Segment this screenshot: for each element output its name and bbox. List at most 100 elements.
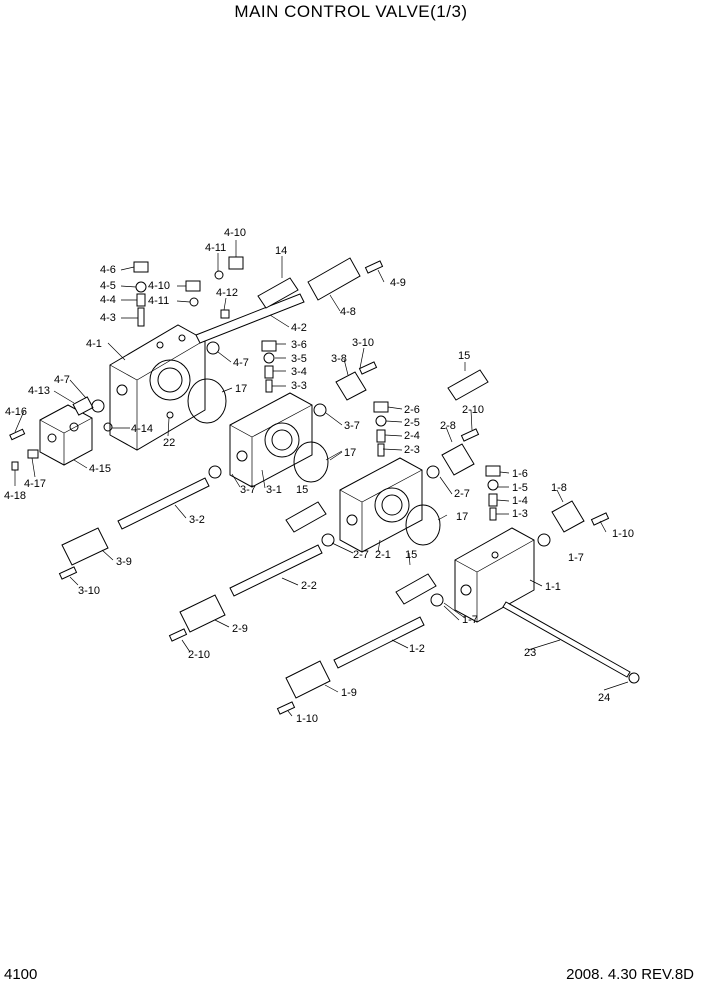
o-ring-1-7a — [537, 533, 551, 547]
label-1-2: 1-2 — [409, 643, 425, 655]
fitting-2-10a — [460, 428, 480, 442]
label-4-7b: 4-7 — [54, 374, 70, 386]
label-22: 22 — [163, 437, 175, 449]
plug-4-6 — [133, 261, 149, 327]
relief-valve-15b — [285, 501, 327, 533]
tie-rod-23 — [502, 601, 631, 678]
fitting-2-10b — [168, 628, 188, 642]
valve-block-4-1 — [109, 324, 206, 451]
label-2-3: 2-3 — [404, 444, 420, 456]
spool-3-2 — [117, 477, 210, 530]
label-2-10: 2-10 — [462, 404, 484, 416]
o-ring-1-7b — [430, 593, 444, 607]
label-4-8: 4-8 — [340, 306, 356, 318]
fitting-1-10b — [276, 701, 296, 715]
o-ring-4-7a — [91, 399, 105, 413]
o-ring-22 — [166, 411, 174, 419]
label-2-5: 2-5 — [404, 417, 420, 429]
spool-2-2 — [229, 544, 323, 597]
label-3-9: 3-9 — [116, 556, 132, 568]
label-3-10a: 3-10 — [352, 337, 374, 349]
label-3-7a: 3-7 — [344, 420, 360, 432]
label-14: 14 — [275, 245, 287, 257]
label-17b: 17 — [344, 447, 356, 459]
label-3-3: 3-3 — [291, 380, 307, 392]
plug-4-17 — [27, 449, 39, 459]
relief-valve-14 — [257, 277, 299, 309]
label-1-9: 1-9 — [341, 687, 357, 699]
callout-labels: 4-10 4-11 14 4-6 4-5 4-10 4-4 4-11 4-12 … — [4, 227, 634, 725]
label-3-5: 3-5 — [291, 353, 307, 365]
o-ring-4-7b — [206, 341, 220, 355]
label-4-14: 4-14 — [131, 423, 153, 435]
plug-2-6 — [373, 401, 389, 457]
cap-3-9 — [61, 527, 109, 566]
valve-block-1-1 — [454, 527, 535, 623]
label-2-10b: 2-10 — [188, 649, 210, 661]
valve-block-2-1 — [339, 457, 423, 553]
o-ring-2-7a — [426, 465, 440, 479]
label-2-2: 2-2 — [301, 580, 317, 592]
part-4-12 — [220, 309, 230, 319]
label-4-7a: 4-7 — [233, 357, 249, 369]
label-3-10b: 3-10 — [78, 585, 100, 597]
screw-4-16 — [9, 428, 26, 441]
label-4-6: 4-6 — [100, 264, 116, 276]
plug-3-6 — [261, 340, 277, 393]
label-3-1: 3-1 — [266, 484, 282, 496]
label-1-5: 1-5 — [512, 482, 528, 494]
label-4-18: 4-18 — [4, 490, 26, 502]
label-4-12: 4-12 — [216, 287, 238, 299]
screw-4-18 — [11, 461, 19, 471]
label-4-15: 4-15 — [89, 463, 111, 475]
cap-2-8 — [441, 443, 475, 476]
label-4-17: 4-17 — [24, 478, 46, 490]
fitting-4-9 — [364, 260, 384, 274]
label-24: 24 — [598, 692, 610, 704]
plug-4-13 — [72, 396, 94, 416]
end-cover-4-15 — [39, 404, 93, 466]
plug-4-10b — [185, 280, 201, 307]
cap-1-8 — [551, 500, 585, 533]
label-4-11b: 4-11 — [148, 295, 169, 307]
label-15a: 15 — [458, 350, 470, 362]
label-4-5: 4-5 — [100, 280, 116, 292]
leader-lines — [14, 240, 629, 717]
fitting-3-10a — [358, 361, 378, 375]
spool-4-2 — [195, 293, 305, 344]
label-1-3: 1-3 — [512, 508, 528, 520]
relief-valve-15a — [447, 369, 489, 401]
label-2-4: 2-4 — [404, 430, 420, 442]
label-4-1: 4-1 — [86, 338, 102, 350]
label-15c: 15 — [405, 549, 417, 561]
label-17c: 17 — [456, 511, 468, 523]
label-1-10b: 1-10 — [296, 713, 318, 725]
o-ring-2-7b — [321, 533, 335, 547]
spool-1-2 — [333, 616, 425, 669]
label-4-11a: 4-11 — [205, 242, 226, 254]
label-1-7a: 1-7 — [568, 552, 584, 564]
label-4-2: 4-2 — [291, 322, 307, 334]
cap-1-9 — [285, 660, 331, 699]
label-1-6: 1-6 — [512, 468, 528, 480]
label-1-7b: 1-7 — [462, 614, 478, 626]
label-3-4: 3-4 — [291, 366, 307, 378]
page-title: MAIN CONTROL VALVE(1/3) — [234, 2, 468, 21]
label-2-1: 2-1 — [375, 549, 391, 561]
cap-4-8 — [307, 257, 361, 301]
label-15b: 15 — [296, 484, 308, 496]
o-ring-17c — [405, 504, 441, 546]
label-1-4: 1-4 — [512, 495, 528, 507]
label-3-7b: 3-7 — [240, 484, 256, 496]
label-4-9: 4-9 — [390, 277, 406, 289]
label-3-2: 3-2 — [189, 514, 205, 526]
o-ring-3-7a — [313, 403, 327, 417]
nut-24 — [628, 672, 640, 684]
label-1-8: 1-8 — [551, 482, 567, 494]
cap-3-8 — [335, 371, 367, 401]
label-2-8: 2-8 — [440, 420, 456, 432]
label-4-13: 4-13 — [28, 385, 50, 397]
o-ring-3-7b — [208, 465, 222, 479]
label-23: 23 — [524, 647, 536, 659]
